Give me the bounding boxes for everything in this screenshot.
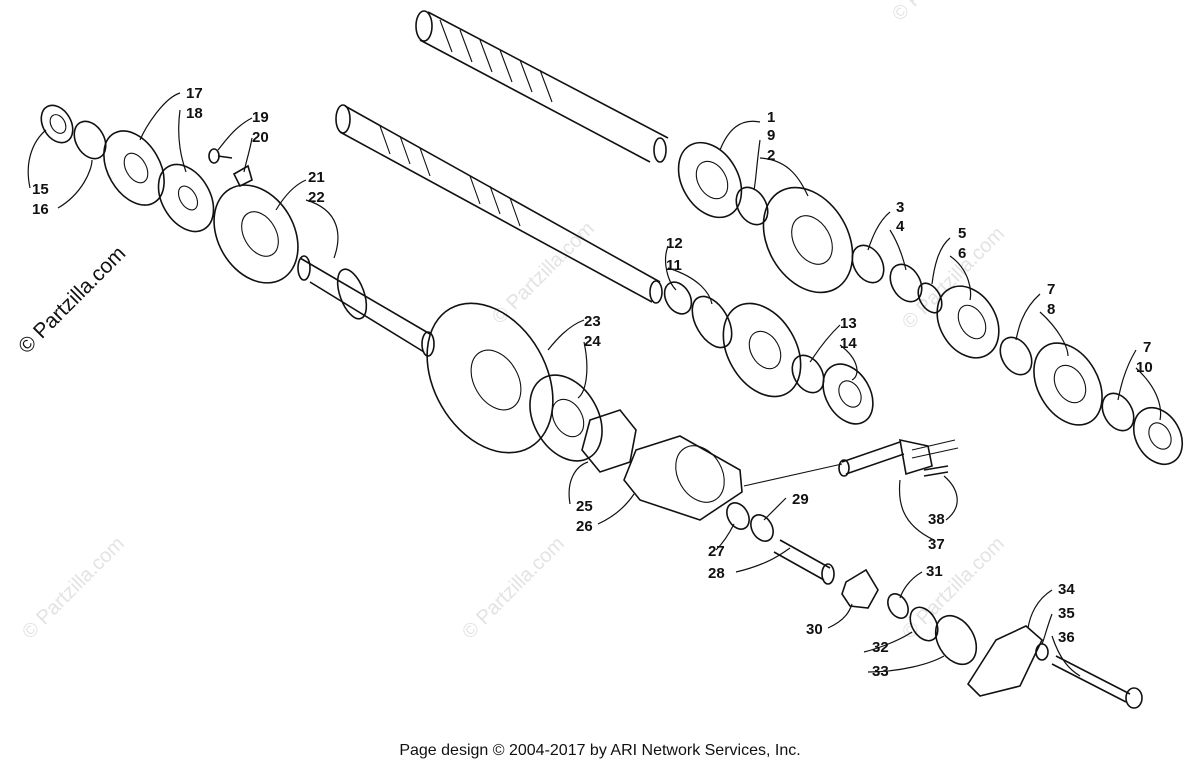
gear-30-drawing (841, 568, 879, 609)
callout-label: 3 (896, 199, 904, 216)
gear-11-drawing (691, 295, 802, 398)
callout-label: 15 (32, 181, 49, 198)
callout-label: 34 (1058, 581, 1075, 598)
washer-4-drawing (889, 263, 923, 303)
nut-15-drawing (40, 104, 74, 144)
upper-shaft-drawing (415, 10, 669, 163)
callout-label: 6 (958, 245, 966, 262)
faint-watermark-4: © Partzilla.com (898, 533, 1009, 644)
lower-shaft-drawing (335, 104, 663, 304)
callout-label: 25 (576, 498, 593, 515)
leader-lines (27, 92, 1162, 677)
callout-labels: 1 9 2 3 4 5 6 7 8 7 10 12 11 13 14 17 18… (32, 85, 1153, 680)
callout-label: 7 (1047, 281, 1055, 298)
callout-label: 33 (872, 663, 889, 680)
callout-label: 5 (958, 225, 966, 242)
bolt-19-drawing (208, 148, 233, 164)
washer-16-drawing (73, 120, 107, 160)
cover-34-drawing (966, 625, 1043, 697)
faint-watermark-5: © Partzilla.com (18, 533, 129, 644)
callout-label: 36 (1058, 629, 1075, 646)
callout-label: 9 (767, 127, 775, 144)
callout-label: 32 (872, 639, 889, 656)
callout-label: 22 (308, 189, 325, 206)
gasket-25-drawing (581, 409, 637, 473)
callout-label: 10 (1136, 359, 1153, 376)
callout-label: 38 (928, 511, 945, 528)
washer-9-drawing (735, 186, 769, 226)
callout-label: 14 (840, 335, 857, 352)
faint-watermarks: © Partzilla.com © Partzilla.com © Partzi… (18, 0, 1009, 644)
washer-7-drawing (999, 336, 1033, 376)
callout-label: 23 (584, 313, 601, 330)
callout-label: 7 (1143, 339, 1151, 356)
faint-watermark-1: © Partzilla.com (488, 218, 599, 329)
washer-18-drawing (157, 163, 215, 233)
callout-label: 29 (792, 491, 809, 508)
callout-label: 24 (584, 333, 601, 350)
seal-27-drawing (726, 502, 750, 530)
washer-31-drawing (887, 593, 909, 619)
callout-label: 17 (186, 85, 203, 102)
callout-label: 18 (186, 105, 203, 122)
callout-label: 26 (576, 518, 593, 535)
callout-label: 11 (666, 257, 682, 274)
bearing-14-drawing (822, 363, 874, 425)
washer-13-drawing (791, 354, 825, 394)
callout-label: 12 (666, 235, 683, 252)
faint-watermark-2: © Partzilla.com (458, 533, 569, 644)
callout-label: 35 (1058, 605, 1075, 622)
callout-label: 27 (708, 543, 725, 560)
bushing-3-drawing (851, 244, 885, 284)
callout-label: 19 (252, 109, 269, 126)
washer-35-drawing (1035, 643, 1049, 661)
bearing-24-drawing (529, 374, 603, 462)
o-ring-33-drawing (934, 614, 978, 666)
callout-label: 21 (308, 169, 325, 186)
callout-label: 28 (708, 565, 725, 582)
gear-2-drawing (762, 186, 854, 294)
callout-label: 20 (252, 129, 269, 146)
callout-label: 30 (806, 621, 823, 638)
faint-watermark-6: © Partzilla.com (888, 0, 999, 26)
dog-clutch-5-drawing (936, 285, 1000, 359)
bearing-1-drawing (677, 141, 743, 219)
housing-26-drawing (623, 435, 743, 521)
lock-plate-20-drawing (232, 164, 253, 188)
washer-6-drawing (917, 282, 943, 314)
faint-watermark-3: © Partzilla.com (898, 223, 1009, 334)
gear-23-drawing (426, 302, 554, 454)
callout-label: 8 (1047, 301, 1055, 318)
page-footer: Page design © 2004-2017 by ARI Network S… (399, 742, 801, 759)
washer-12-drawing (663, 281, 693, 315)
gear-shaft-28-drawing (773, 539, 835, 585)
shift-shaft-37-drawing (743, 438, 959, 487)
washer-7b-drawing (1101, 392, 1135, 432)
bearing-32-drawing (909, 606, 939, 642)
gear-8-drawing (1033, 342, 1103, 426)
screw-38-drawing (923, 465, 949, 477)
washer-29-drawing (750, 514, 774, 542)
bearing-21-drawing (213, 184, 299, 284)
callout-label: 37 (928, 536, 945, 553)
callout-label: 2 (767, 147, 775, 164)
callout-label: 31 (926, 563, 943, 580)
callout-label: 16 (32, 201, 49, 218)
output-shaft-22-drawing (297, 255, 435, 357)
sprocket-17-drawing (103, 130, 165, 206)
callout-label: 1 (767, 109, 775, 126)
callout-label: 13 (840, 315, 857, 332)
bearing-10-drawing (1132, 406, 1184, 466)
bolt-36-drawing (1051, 655, 1143, 709)
callout-label: 4 (896, 218, 905, 235)
